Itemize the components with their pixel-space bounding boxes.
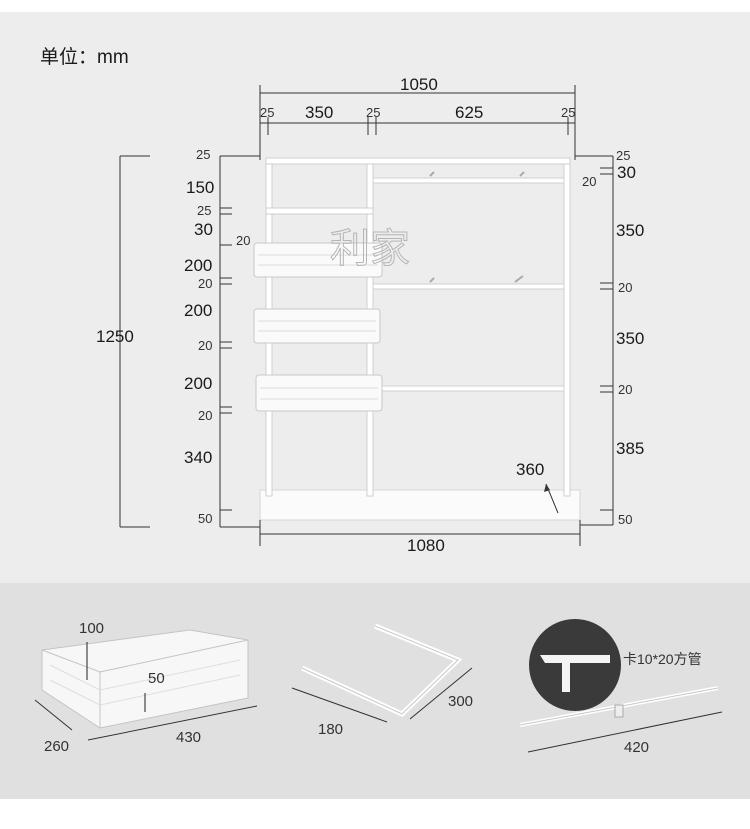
- left-crossbar: [265, 207, 374, 215]
- left-dim-200-a: 200: [184, 256, 213, 275]
- clip-spec-label: 卡10*20方管: [623, 651, 702, 667]
- dim-25-a: 25: [260, 105, 275, 120]
- baskets: [253, 242, 383, 412]
- height-dimension-lines: [119, 155, 260, 528]
- hooks: [429, 171, 525, 283]
- top-bar: [265, 157, 571, 165]
- rail-accessory: [519, 619, 723, 753]
- left-dim-20-a: 20: [198, 276, 213, 291]
- basket-2: [253, 308, 381, 344]
- right-dim-350-b: 350: [616, 329, 645, 348]
- dim-625: 625: [455, 103, 484, 122]
- right-dimension-lines: [575, 155, 614, 526]
- left-dim-150: 150: [186, 178, 215, 197]
- basket-inner-label: 50: [148, 670, 165, 687]
- right-dim-350-a: 350: [616, 221, 645, 240]
- left-dim-20-inner: 20: [236, 233, 251, 248]
- basket-3: [255, 374, 383, 412]
- hanging-rail-3: [372, 385, 565, 392]
- right-dim-20-top: 20: [582, 174, 597, 189]
- left-dim-30: 30: [194, 220, 213, 239]
- total-width-label: 1050: [400, 75, 438, 94]
- dim-350: 350: [305, 103, 334, 122]
- width-dimension-lines: [259, 85, 581, 546]
- dim-25-c: 25: [561, 105, 576, 120]
- basket-height-label: 100: [79, 620, 105, 637]
- left-dim-20-c: 20: [198, 408, 213, 423]
- right-dim-20-b: 20: [618, 382, 633, 397]
- right-dim-25-top: 25: [616, 148, 631, 163]
- watermark-logo: 利家: [330, 226, 410, 272]
- left-dim-50: 50: [198, 511, 213, 526]
- base-depth-label: 360: [516, 460, 545, 479]
- right-dim-30: 30: [617, 163, 636, 182]
- clip-closeup: [529, 619, 621, 711]
- unit-label: 单位：mm: [40, 47, 129, 68]
- basket-accessory: [34, 629, 258, 741]
- basket-depth-label: 260: [44, 738, 70, 755]
- left-dim-340: 340: [184, 448, 213, 467]
- left-dim-25-top: 25: [196, 147, 211, 162]
- base-width-label: 1080: [407, 536, 445, 555]
- right-post: [563, 159, 571, 497]
- left-dim-20-b: 20: [198, 338, 213, 353]
- basket-length-label: 430: [176, 729, 202, 746]
- right-dim-385: 385: [616, 439, 645, 458]
- right-dim-20-a: 20: [618, 280, 633, 295]
- left-dim-25: 25: [197, 203, 212, 218]
- hanger-length-label: 300: [448, 693, 474, 710]
- rail-length-label: 420: [624, 739, 650, 756]
- dim-25-b: 25: [366, 105, 381, 120]
- hanging-rail-2: [372, 283, 565, 290]
- hanger-arm-label: 180: [318, 721, 344, 738]
- hanging-rail-1: [372, 177, 565, 184]
- hanger-accessory: [291, 623, 473, 723]
- right-dim-50: 50: [618, 512, 633, 527]
- basket-1: [253, 242, 383, 278]
- total-height-label: 1250: [96, 327, 134, 346]
- left-dim-200-c: 200: [184, 374, 213, 393]
- left-dim-200-b: 200: [184, 301, 213, 320]
- main-rack-panel: [0, 12, 750, 583]
- rack-base: [259, 489, 581, 521]
